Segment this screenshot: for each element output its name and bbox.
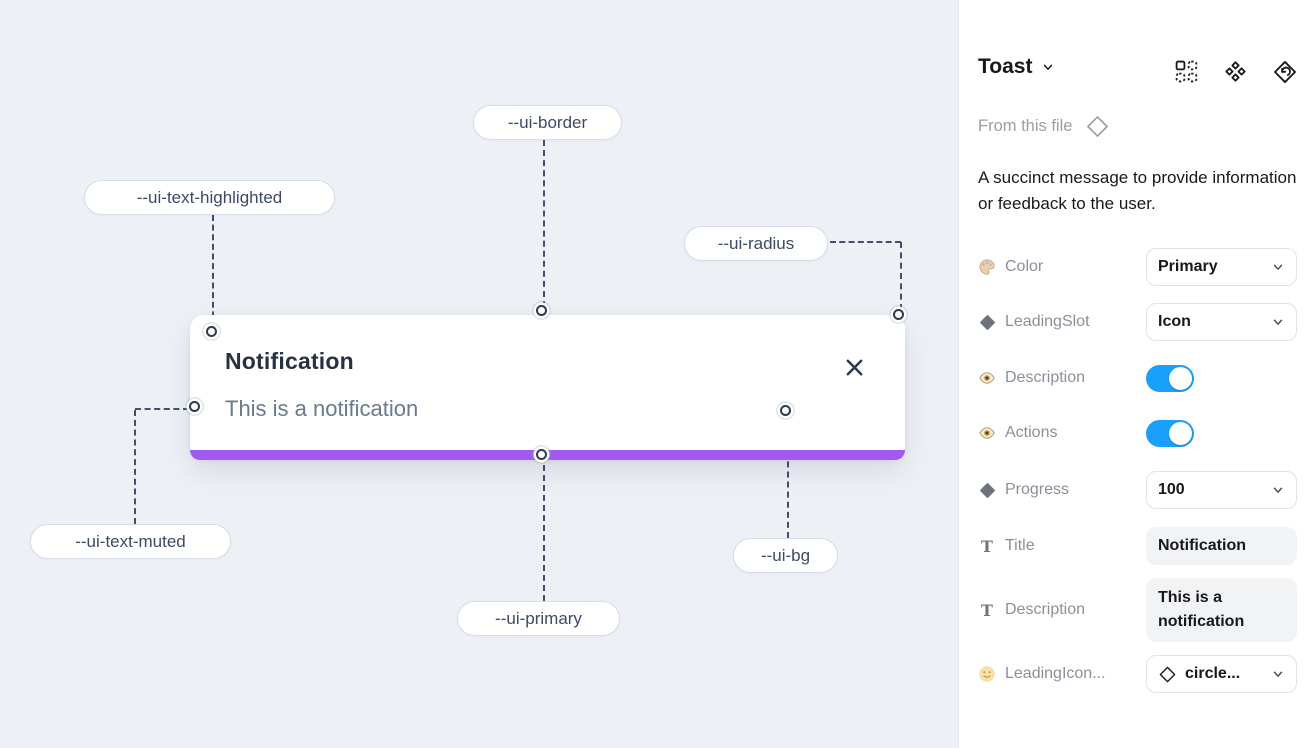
leadingicon-select-value: circle...: [1185, 665, 1241, 682]
prop-row-leadingslot: LeadingSlot Icon: [959, 303, 1312, 341]
go-to-main-component-icon[interactable]: [1273, 60, 1297, 84]
actions-toggle[interactable]: [1146, 419, 1194, 447]
header-action-icons: [1175, 60, 1297, 84]
anchor-ui-primary[interactable]: [536, 449, 547, 460]
component-description: A succinct message to provide informatio…: [978, 168, 1297, 213]
connector-ui-text-highlighted: [212, 215, 214, 327]
leadingslot-select-value: Icon: [1158, 313, 1191, 330]
component-header[interactable]: Toast: [978, 55, 1055, 79]
text-icon: T: [981, 536, 993, 556]
instance-swap-icon[interactable]: [1175, 60, 1198, 83]
progress-select[interactable]: 100: [1146, 471, 1297, 509]
prop-label-leadingslot: LeadingSlot: [1005, 313, 1090, 330]
connector-ui-primary: [543, 465, 545, 601]
anchor-ui-radius[interactable]: [893, 309, 904, 320]
connector-ui-bg: [787, 421, 789, 538]
prop-row-color: Color Primary: [959, 248, 1312, 286]
variable-pill-ui-text-highlighted[interactable]: --ui-text-highlighted: [84, 180, 335, 215]
eye-icon: [978, 369, 996, 387]
prop-row-progress: Progress 100: [959, 471, 1312, 509]
description-input[interactable]: This is a notification: [1146, 578, 1297, 642]
title-input[interactable]: Notification: [1146, 527, 1297, 565]
connector-ui-border: [543, 140, 545, 307]
color-select-value: Primary: [1158, 258, 1218, 275]
diamond-icon: [978, 313, 996, 331]
smiley-icon: [978, 665, 996, 683]
component-source: From this file: [978, 113, 1111, 140]
toast-description: This is a notification: [225, 396, 419, 421]
anchor-ui-text-muted[interactable]: [189, 401, 200, 412]
connector-ui-radius-v: [900, 242, 902, 310]
prop-label-description: Description: [1005, 369, 1086, 386]
prop-label-actions: Actions: [1005, 424, 1058, 441]
anchor-ui-border[interactable]: [536, 305, 547, 316]
variable-pill-ui-border[interactable]: --ui-border: [473, 105, 622, 140]
toast-title: Notification: [225, 348, 354, 374]
variable-pill-ui-radius[interactable]: --ui-radius: [684, 226, 828, 261]
connector-ui-text-muted-v: [134, 410, 136, 524]
eye-icon: [978, 424, 996, 442]
component-diamond-icon: [1087, 116, 1109, 137]
toast-component-preview[interactable]: Notification This is a notification: [190, 315, 905, 460]
source-label: From this file: [978, 117, 1073, 135]
chevron-down-icon: [1273, 671, 1283, 677]
variants-icon[interactable]: [1224, 60, 1247, 83]
instance-diamond-icon: [1159, 666, 1176, 682]
variable-pill-ui-text-muted[interactable]: --ui-text-muted: [30, 524, 231, 559]
progress-select-value: 100: [1158, 481, 1185, 498]
properties-panel: Toast Fr: [958, 0, 1312, 748]
leadingicon-select[interactable]: circle...: [1146, 655, 1297, 693]
prop-label-color: Color: [1005, 258, 1044, 275]
anchor-ui-text-highlighted[interactable]: [206, 326, 217, 337]
chevron-down-icon: [1273, 264, 1283, 270]
anchor-ui-bg[interactable]: [780, 405, 791, 416]
prop-row-description-toggle: Description: [959, 359, 1312, 397]
diamond-icon: [978, 481, 996, 499]
leadingslot-select[interactable]: Icon: [1146, 303, 1297, 341]
prop-row-actions-toggle: Actions: [959, 414, 1312, 452]
color-select[interactable]: Primary: [1146, 248, 1297, 286]
chevron-down-icon: [1273, 319, 1283, 325]
close-icon[interactable]: [843, 356, 866, 379]
prop-label-progress: Progress: [1005, 481, 1070, 498]
chevron-down-icon: [1273, 487, 1283, 493]
prop-label-leadingicon: LeadingIcon...: [1005, 665, 1106, 682]
design-canvas[interactable]: Notification This is a notification --ui…: [0, 0, 958, 748]
toast-progress-bar: [190, 450, 905, 460]
variable-pill-ui-primary[interactable]: --ui-primary: [457, 601, 620, 636]
variable-pill-ui-bg[interactable]: --ui-bg: [733, 538, 838, 573]
prop-label-description-text: Description: [1005, 601, 1086, 618]
prop-row-title: T Title Notification: [959, 527, 1312, 565]
palette-icon: [978, 258, 996, 276]
connector-ui-radius-h: [830, 241, 901, 243]
description-toggle[interactable]: [1146, 364, 1194, 392]
connector-ui-text-muted-h: [135, 408, 189, 410]
chevron-down-icon[interactable]: [1041, 60, 1055, 74]
prop-row-leadingicon: LeadingIcon... circle...: [959, 655, 1312, 693]
component-title: Toast: [978, 55, 1033, 78]
prop-row-description-text: T Description This is a notification: [959, 578, 1312, 642]
prop-label-title: Title: [1005, 537, 1035, 554]
text-icon: T: [981, 600, 993, 620]
